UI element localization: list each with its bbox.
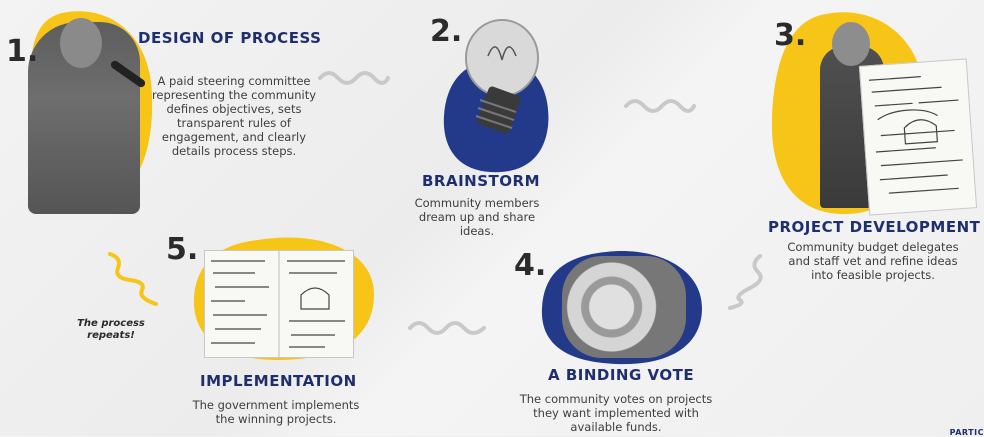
presenter-head [832,22,870,66]
lightbulb-icon [465,19,539,134]
step-description: Community members dream up and share ide… [414,196,540,238]
squiggle-yellow [108,252,158,306]
step-title: BRAINSTORM [422,172,540,190]
voted-stickers-photo [562,256,686,358]
step-title: DESIGN OF PROCESS [138,29,322,47]
step-number: 2. [430,14,463,49]
step-description: Community budget delegates and staff vet… [787,240,959,282]
step-2: 2. BRAINSTORM Community members dream up… [410,0,570,240]
step-1: 1. DESIGN OF PROCESS A paid steering com… [0,0,330,230]
step-number: 4. [514,248,547,283]
step-title: A BINDING VOTE [548,366,695,384]
step-number: 5. [166,232,199,267]
squiggle [624,99,696,113]
step-description: The government implements the winning pr… [192,398,360,426]
squiggle [408,321,486,335]
poster-sheet [858,58,978,216]
step-title: PROJECT DEVELOPMENT [768,218,981,236]
step-title: IMPLEMENTATION [200,372,357,390]
footer-text: PARTIC [949,428,984,437]
planning-poster-photo [204,250,354,358]
step-number: 1. [6,34,39,69]
step-description: The community votes on projects they wan… [519,392,713,434]
step-number: 3. [774,18,807,53]
step-5: 5. IMPLEMENTATION The government impleme… [160,230,400,436]
speaker-head [60,18,102,68]
step-4: 4. A BINDING VOTE The community votes on… [500,240,740,436]
repeat-note: The process repeats! [77,318,145,341]
step-description: A paid steering committee representing t… [151,74,317,158]
step-3: 3. PROJECT DEVELOPMENT Community budget … [720,0,984,290]
squiggle [728,254,763,310]
squiggle [318,71,390,85]
